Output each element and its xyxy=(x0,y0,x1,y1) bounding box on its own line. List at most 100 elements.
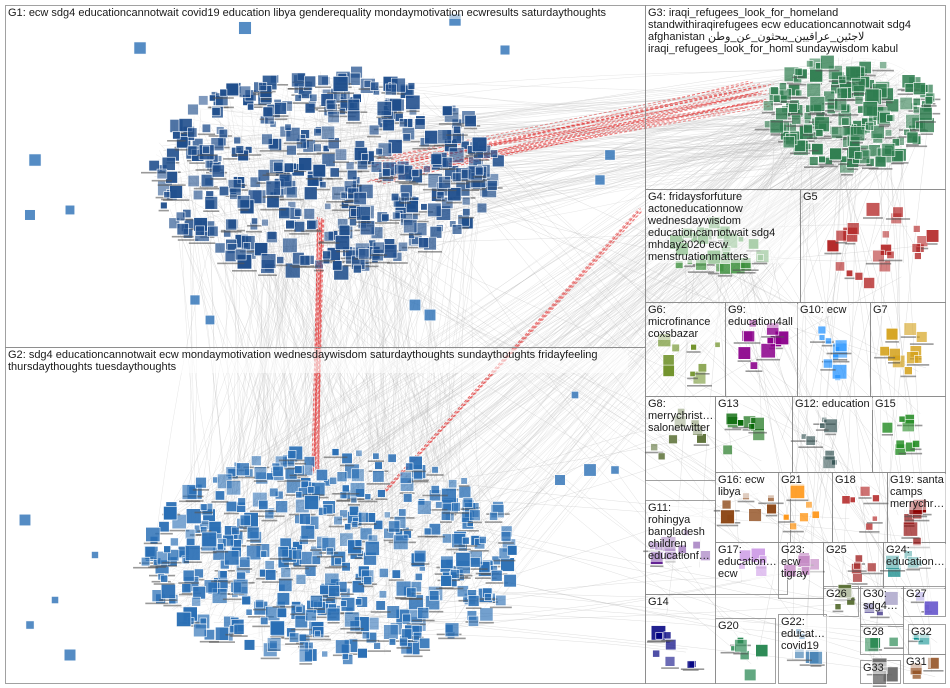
node-g15 xyxy=(898,415,906,423)
edge xyxy=(426,202,437,606)
node-label-mark xyxy=(284,563,295,565)
node-g1 xyxy=(371,213,399,224)
node-g1 xyxy=(444,172,469,185)
isolate-node xyxy=(571,391,579,399)
node-avatar xyxy=(437,129,453,144)
node-label-mark xyxy=(444,182,469,185)
node-avatar xyxy=(338,224,351,237)
node-avatar xyxy=(912,440,920,448)
node-avatar xyxy=(650,443,658,452)
group-id: G2 xyxy=(8,349,23,361)
node-g1 xyxy=(461,196,471,206)
node-label-mark xyxy=(188,242,216,244)
group-label-g22: G22: educat… covid19 xyxy=(781,616,829,652)
node-g3 xyxy=(849,126,866,144)
node-g2 xyxy=(243,639,256,651)
node-avatar xyxy=(911,243,921,253)
node-g2 xyxy=(201,531,218,548)
node-label-mark xyxy=(733,342,761,344)
group-id: G23 xyxy=(781,544,802,556)
node-label-mark xyxy=(475,577,497,579)
node-label-mark xyxy=(687,385,712,387)
node-g1 xyxy=(347,98,360,112)
node-avatar xyxy=(327,110,340,123)
node-label-mark xyxy=(318,242,340,244)
node-g1 xyxy=(384,83,397,96)
node-label-mark xyxy=(687,377,698,380)
node-g1 xyxy=(316,181,330,191)
node-g1 xyxy=(376,101,392,119)
node-avatar xyxy=(364,493,372,501)
node-g2 xyxy=(153,574,175,585)
node-avatar xyxy=(219,88,228,97)
node-label-mark xyxy=(289,233,310,235)
node-avatar xyxy=(834,339,848,352)
node-g1 xyxy=(187,127,198,138)
edge xyxy=(331,565,692,622)
node-g1 xyxy=(278,173,293,188)
node-label-mark xyxy=(253,93,265,96)
node-avatar xyxy=(438,176,452,189)
node-label-mark xyxy=(247,225,262,227)
node-g2 xyxy=(304,495,319,510)
node-label-mark xyxy=(472,176,486,178)
node-g8 xyxy=(657,452,666,461)
node-avatar xyxy=(373,642,381,650)
node-label-mark xyxy=(832,359,848,361)
group-id-separator: : xyxy=(801,544,805,556)
node-avatar xyxy=(405,94,421,110)
node-avatar xyxy=(170,537,179,547)
node-label-mark xyxy=(260,657,280,660)
node-g2 xyxy=(163,545,171,554)
node-label-mark xyxy=(419,649,431,651)
node-g1 xyxy=(207,225,219,237)
node-avatar xyxy=(219,186,230,197)
node-avatar xyxy=(864,637,880,652)
node-avatar xyxy=(476,202,488,214)
node-label-mark xyxy=(748,431,767,434)
edge xyxy=(666,251,687,615)
edge xyxy=(222,260,326,558)
node-label-mark xyxy=(327,622,340,624)
group-label-g21: G21 xyxy=(781,474,806,486)
group-label-g17: G17: education… ecw xyxy=(718,544,778,580)
node-avatar xyxy=(347,98,360,112)
node-label-mark xyxy=(888,362,901,364)
node-avatar xyxy=(294,94,302,102)
edge xyxy=(387,181,409,642)
node-label-mark xyxy=(851,141,863,144)
node-label-mark xyxy=(378,177,395,180)
edge xyxy=(872,122,926,245)
node-avatar xyxy=(163,506,178,521)
node-g1 xyxy=(414,165,440,176)
node-avatar xyxy=(913,82,926,95)
node-label-mark xyxy=(305,229,321,232)
node-label-mark xyxy=(250,510,277,513)
node-g1 xyxy=(219,186,230,197)
node-g1 xyxy=(373,147,385,158)
node-avatar xyxy=(375,600,386,611)
node-avatar xyxy=(187,103,199,116)
node-avatar xyxy=(655,632,663,640)
node-avatar xyxy=(795,89,803,97)
node-g2 xyxy=(506,545,518,556)
node-label-mark xyxy=(197,133,215,136)
node-avatar xyxy=(176,136,189,149)
node-g1 xyxy=(266,231,278,243)
node-avatar xyxy=(460,140,470,150)
node-label-mark xyxy=(863,217,883,219)
edge xyxy=(311,123,438,238)
edge xyxy=(435,102,816,615)
edge xyxy=(484,132,815,204)
node-label-mark xyxy=(254,103,279,106)
node-label-mark xyxy=(841,174,853,176)
node-avatar xyxy=(204,196,218,210)
node-label-mark xyxy=(347,199,359,202)
node-g5 xyxy=(913,225,921,233)
node-label-mark xyxy=(284,230,296,232)
node-avatar xyxy=(322,504,334,515)
node-avatar xyxy=(182,569,195,582)
isolate-node xyxy=(408,298,421,311)
node-label-mark xyxy=(328,104,349,106)
node-avatar xyxy=(283,162,294,173)
